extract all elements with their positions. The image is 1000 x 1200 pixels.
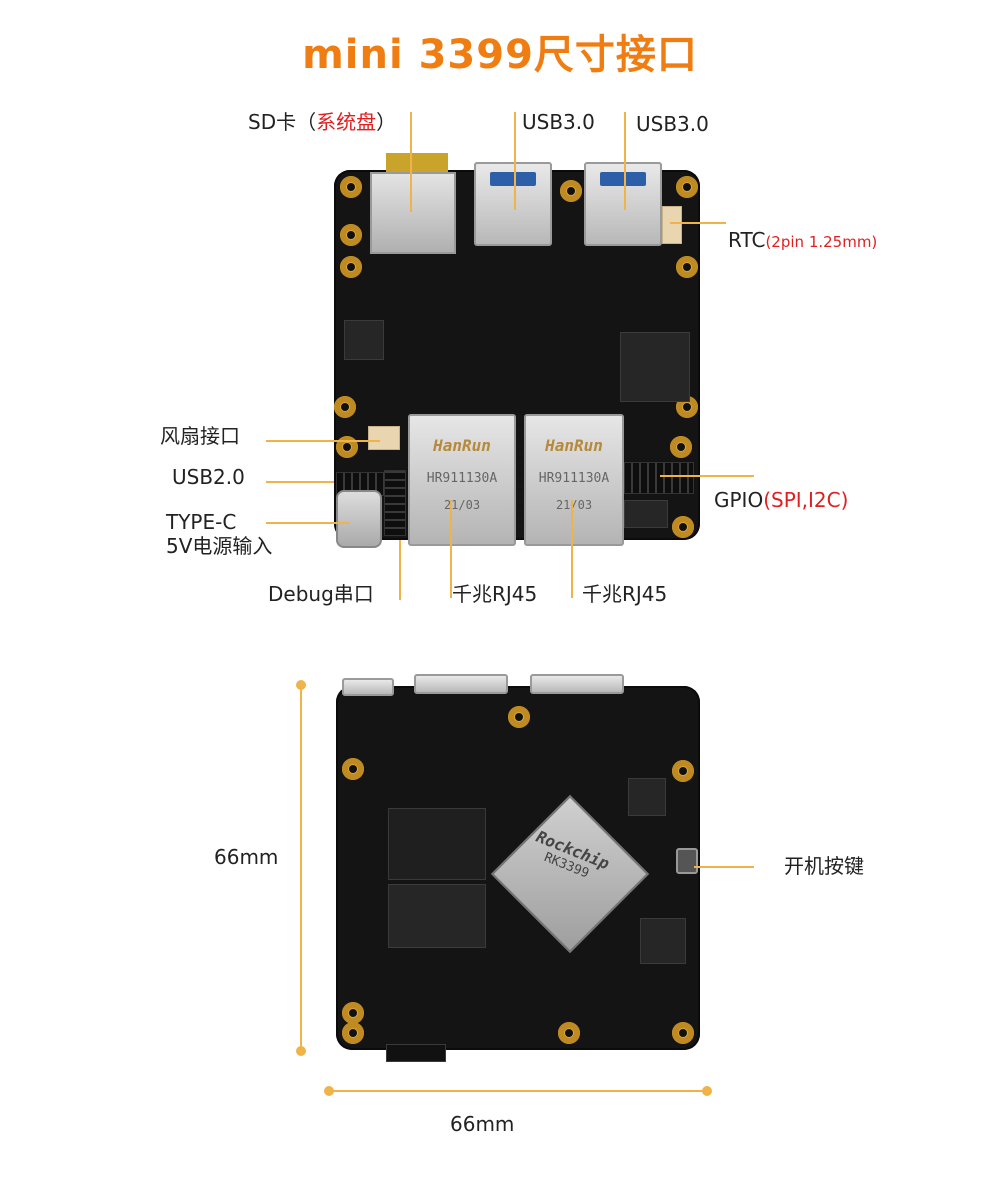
mounting-hole bbox=[672, 1022, 694, 1044]
page-title: mini 3399尺寸接口 bbox=[302, 32, 698, 78]
leader-line bbox=[410, 112, 412, 212]
label-typec: TYPE-C 5V电源输入 bbox=[166, 510, 272, 558]
leader-line bbox=[624, 112, 626, 210]
leader-line bbox=[514, 112, 516, 210]
mounting-hole bbox=[334, 396, 356, 418]
dimension-endpoint bbox=[296, 680, 306, 690]
edge-port bbox=[414, 674, 508, 694]
rj45-right-date: 21/03 bbox=[555, 498, 593, 512]
rtc-spec: (2pin 1.25mm) bbox=[765, 233, 878, 251]
leader-line bbox=[670, 222, 726, 224]
dimension-line-horizontal bbox=[330, 1090, 708, 1092]
label-rj45-left: 千兆RJ45 bbox=[452, 582, 538, 606]
typec-port bbox=[336, 490, 382, 548]
microsd-slot bbox=[386, 1044, 446, 1062]
mounting-hole bbox=[560, 180, 582, 202]
label-usb3-left: USB3.0 bbox=[522, 110, 595, 134]
sd-card-prefix: SD卡（ bbox=[248, 110, 317, 134]
leader-line bbox=[266, 481, 334, 483]
mounting-hole bbox=[340, 176, 362, 198]
mounting-hole bbox=[340, 224, 362, 246]
gpio-text: GPIO bbox=[714, 488, 764, 512]
ram-chip bbox=[388, 808, 486, 880]
leader-line bbox=[450, 500, 452, 598]
sd-card-slot bbox=[370, 172, 456, 254]
label-debug: Debug串口 bbox=[268, 582, 374, 606]
rj45-left-model: HR911130A bbox=[426, 471, 498, 486]
rj45-left-brand: HanRun bbox=[433, 436, 491, 455]
label-rtc: RTC(2pin 1.25mm) bbox=[728, 228, 877, 252]
rj45-port-right: HanRun HR911130A 21/03 bbox=[524, 414, 624, 546]
label-power-button: 开机按键 bbox=[784, 854, 864, 878]
dimension-endpoint bbox=[324, 1086, 334, 1096]
usb3-port-left bbox=[474, 162, 552, 246]
label-sd-card: SD卡（系统盘） bbox=[248, 110, 396, 134]
dimension-endpoint bbox=[702, 1086, 712, 1096]
label-usb2: USB2.0 bbox=[172, 465, 245, 489]
mounting-hole bbox=[676, 256, 698, 278]
leader-line bbox=[266, 440, 380, 442]
mounting-hole bbox=[676, 176, 698, 198]
usb3-port-right bbox=[584, 162, 662, 246]
gpio-header bbox=[624, 462, 694, 494]
mounting-hole bbox=[342, 1002, 364, 1024]
ic-chip bbox=[640, 918, 686, 964]
edge-port bbox=[342, 678, 394, 696]
mounting-hole bbox=[342, 758, 364, 780]
sd-card bbox=[386, 153, 448, 175]
sd-card-suffix: ） bbox=[376, 110, 397, 134]
ram-chip bbox=[388, 884, 486, 948]
dimension-line-vertical bbox=[300, 686, 302, 1050]
leader-line bbox=[571, 500, 573, 598]
ic-chip bbox=[624, 500, 668, 528]
leader-line bbox=[660, 475, 754, 477]
mounting-hole bbox=[672, 760, 694, 782]
ic-chip bbox=[628, 778, 666, 816]
rj45-right-brand: HanRun bbox=[545, 436, 603, 455]
emmc-chip bbox=[620, 332, 690, 402]
debug-header bbox=[384, 470, 406, 536]
rj45-port-left: HanRun HR911130A 21/03 bbox=[408, 414, 516, 546]
rj45-right-model: HR911130A bbox=[538, 471, 610, 486]
mounting-hole bbox=[558, 1022, 580, 1044]
gpio-interfaces: (SPI,I2C) bbox=[763, 488, 849, 512]
label-usb3-right: USB3.0 bbox=[636, 112, 709, 136]
label-width-dimension: 66mm bbox=[450, 1112, 515, 1136]
sd-card-system-disk: 系统盘 bbox=[316, 110, 377, 134]
mounting-hole bbox=[342, 1022, 364, 1044]
label-rj45-right: 千兆RJ45 bbox=[582, 582, 668, 606]
ic-chip bbox=[344, 320, 384, 360]
mounting-hole bbox=[672, 516, 694, 538]
rj45-left-date: 21/03 bbox=[443, 498, 481, 512]
leader-line bbox=[399, 540, 401, 600]
power-button bbox=[676, 848, 698, 874]
mounting-hole bbox=[340, 256, 362, 278]
fan-connector bbox=[368, 426, 400, 450]
mounting-hole bbox=[670, 436, 692, 458]
rtc-connector bbox=[662, 206, 682, 244]
dimension-endpoint bbox=[296, 1046, 306, 1056]
label-fan: 风扇接口 bbox=[160, 424, 240, 448]
rtc-text: RTC bbox=[728, 228, 766, 252]
label-height-dimension: 66mm bbox=[214, 845, 279, 869]
typec-line1: TYPE-C bbox=[166, 510, 237, 534]
typec-line2: 5V电源输入 bbox=[166, 534, 273, 558]
label-gpio: GPIO(SPI,I2C) bbox=[714, 488, 848, 512]
leader-line bbox=[266, 522, 350, 524]
edge-port bbox=[530, 674, 624, 694]
mounting-hole bbox=[508, 706, 530, 728]
leader-line bbox=[694, 866, 754, 868]
